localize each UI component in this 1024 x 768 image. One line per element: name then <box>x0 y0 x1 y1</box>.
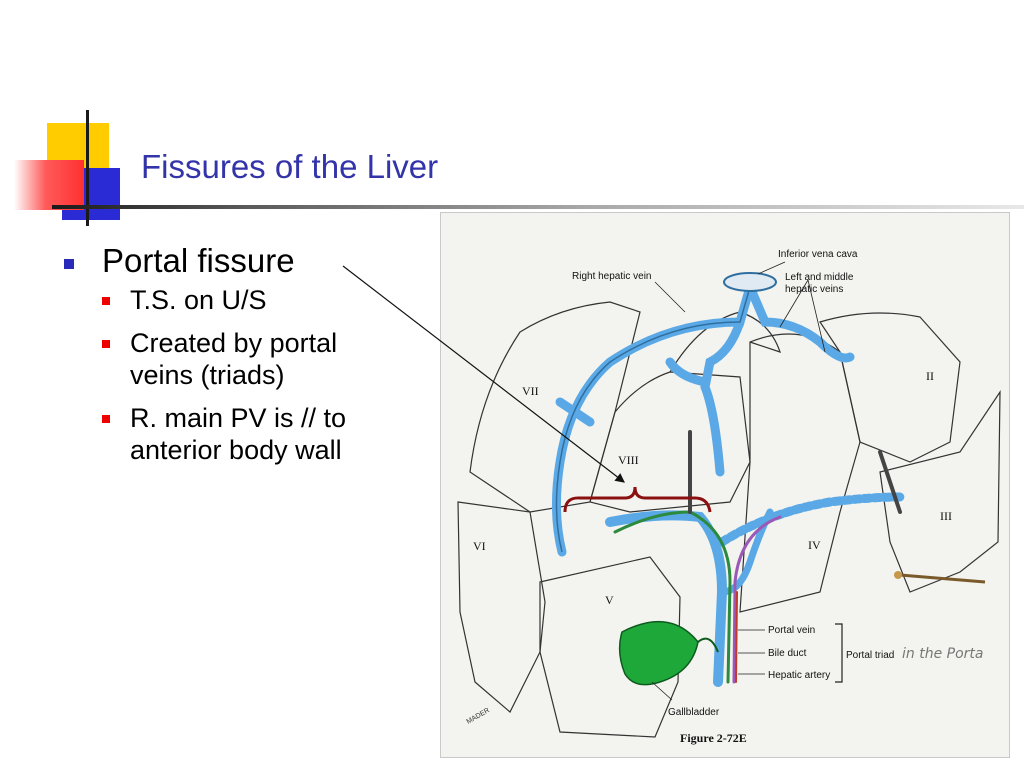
decor-vertical-line <box>86 110 89 226</box>
label-inferior-vena-cava: Inferior vena cava <box>778 249 858 260</box>
label-right-hepatic-vein: Right hepatic vein <box>572 271 652 282</box>
sub-bullet-text: T.S. on U/S <box>130 285 267 315</box>
hepatic-artery-branch <box>735 591 738 683</box>
bullet-square-icon <box>64 259 74 269</box>
sub-bullet-square-icon <box>102 297 110 305</box>
segment-label-vi: VI <box>473 539 486 553</box>
portal-vein-left-branch <box>717 492 905 547</box>
segment-outline-iii <box>879 389 1001 593</box>
gallbladder <box>618 620 699 686</box>
label-left-middle-hepatic-veins-2: hepatic veins <box>785 284 843 295</box>
liver-figure: Inferior vena cava Right hepatic vein Le… <box>440 212 1010 758</box>
ivc-opening <box>723 272 777 292</box>
segment-outline-vi <box>457 501 546 713</box>
label-portal-vein: Portal vein <box>768 625 815 636</box>
probe-tip <box>894 571 902 579</box>
sub-bullet-list: T.S. on U/S Created by portal veins (tri… <box>102 284 424 466</box>
segment-label-iii: III <box>940 509 952 523</box>
segment-outline-v <box>539 556 681 738</box>
label-left-middle-hepatic-veins: Left and middle <box>785 272 854 283</box>
cystic-duct <box>697 637 719 653</box>
figure-caption: Figure 2-72E <box>680 731 747 745</box>
sub-bullet-portal-veins: Created by portal veins (triads) <box>102 327 380 391</box>
decor-red-square <box>14 160 84 210</box>
label-gallbladder: Gallbladder <box>668 707 720 718</box>
sub-bullet-square-icon <box>102 415 110 423</box>
segment-label-vii: VII <box>522 384 539 398</box>
segment-label-viii: VIII <box>618 453 639 467</box>
figure-background <box>440 212 1010 758</box>
segment-outline-ii <box>819 312 961 463</box>
sub-bullet-main-pv: R. main PV is // to anterior body wall <box>102 402 380 466</box>
label-portal-triad: Portal triad <box>846 650 894 661</box>
bullet-text: Portal fissure <box>102 242 295 279</box>
segment-outline-viii <box>589 371 751 513</box>
sub-bullet-ts-us: T.S. on U/S <box>102 284 380 316</box>
hepatic-artery <box>732 515 782 684</box>
middle-hepatic-vein <box>700 317 745 477</box>
probe <box>899 573 986 584</box>
slide-title: Fissures of the Liver <box>141 148 439 185</box>
segment-label-ii: II <box>926 369 934 383</box>
left-hepatic-vein <box>745 282 855 363</box>
sub-bullet-square-icon <box>102 340 110 348</box>
bullet-portal-fissure: Portal fissure T.S. on U/S Created by po… <box>64 240 424 466</box>
segment-label-v: V <box>605 593 614 607</box>
label-bile-duct: Bile duct <box>768 648 807 659</box>
title-underline <box>52 205 1024 209</box>
portal-fissure-brace <box>563 486 712 513</box>
handwritten-note: in the Porta <box>902 646 983 662</box>
segment-ii-triad <box>878 450 902 514</box>
segment-label-iv: IV <box>808 538 821 552</box>
bullet-list: Portal fissure T.S. on U/S Created by po… <box>64 240 424 477</box>
label-leaders <box>651 261 826 701</box>
hepatic-vein-branch <box>665 357 710 387</box>
sub-bullet-text: R. main PV is // to anterior body wall <box>130 403 347 465</box>
label-hepatic-artery: Hepatic artery <box>768 670 830 681</box>
portal-triad-bracket <box>835 623 843 683</box>
sub-bullet-text: Created by portal veins (triads) <box>130 328 338 390</box>
